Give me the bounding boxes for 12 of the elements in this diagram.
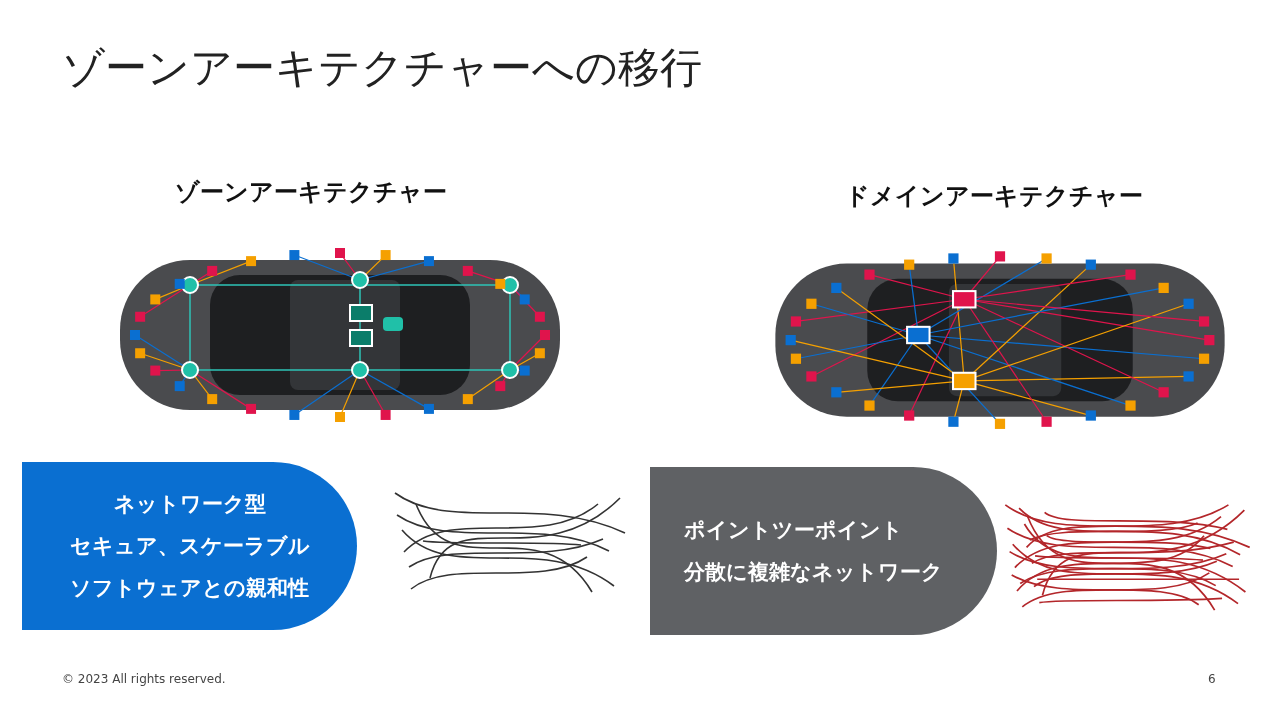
banner-text: ソフトウェアとの親和性 bbox=[70, 575, 309, 602]
banner-text: ネットワーク型 bbox=[113, 491, 266, 518]
banner-text: 分散に複雑なネットワーク bbox=[684, 559, 943, 586]
feature-banner bbox=[650, 467, 997, 635]
banner-text: ポイントツーポイント bbox=[684, 517, 903, 544]
section-heading: ドメインアーキテクチャー bbox=[845, 181, 1143, 212]
page-number: 6 bbox=[1208, 672, 1216, 686]
copyright-notice: © 2023 All rights reserved. bbox=[62, 672, 226, 686]
feature-banner bbox=[22, 462, 357, 630]
section-heading: ゾーンアーキテクチャー bbox=[175, 177, 447, 208]
slide-title: ゾーンアーキテクチャーへの移行 bbox=[62, 42, 702, 94]
banner-text: セキュア、スケーラブル bbox=[69, 533, 310, 560]
